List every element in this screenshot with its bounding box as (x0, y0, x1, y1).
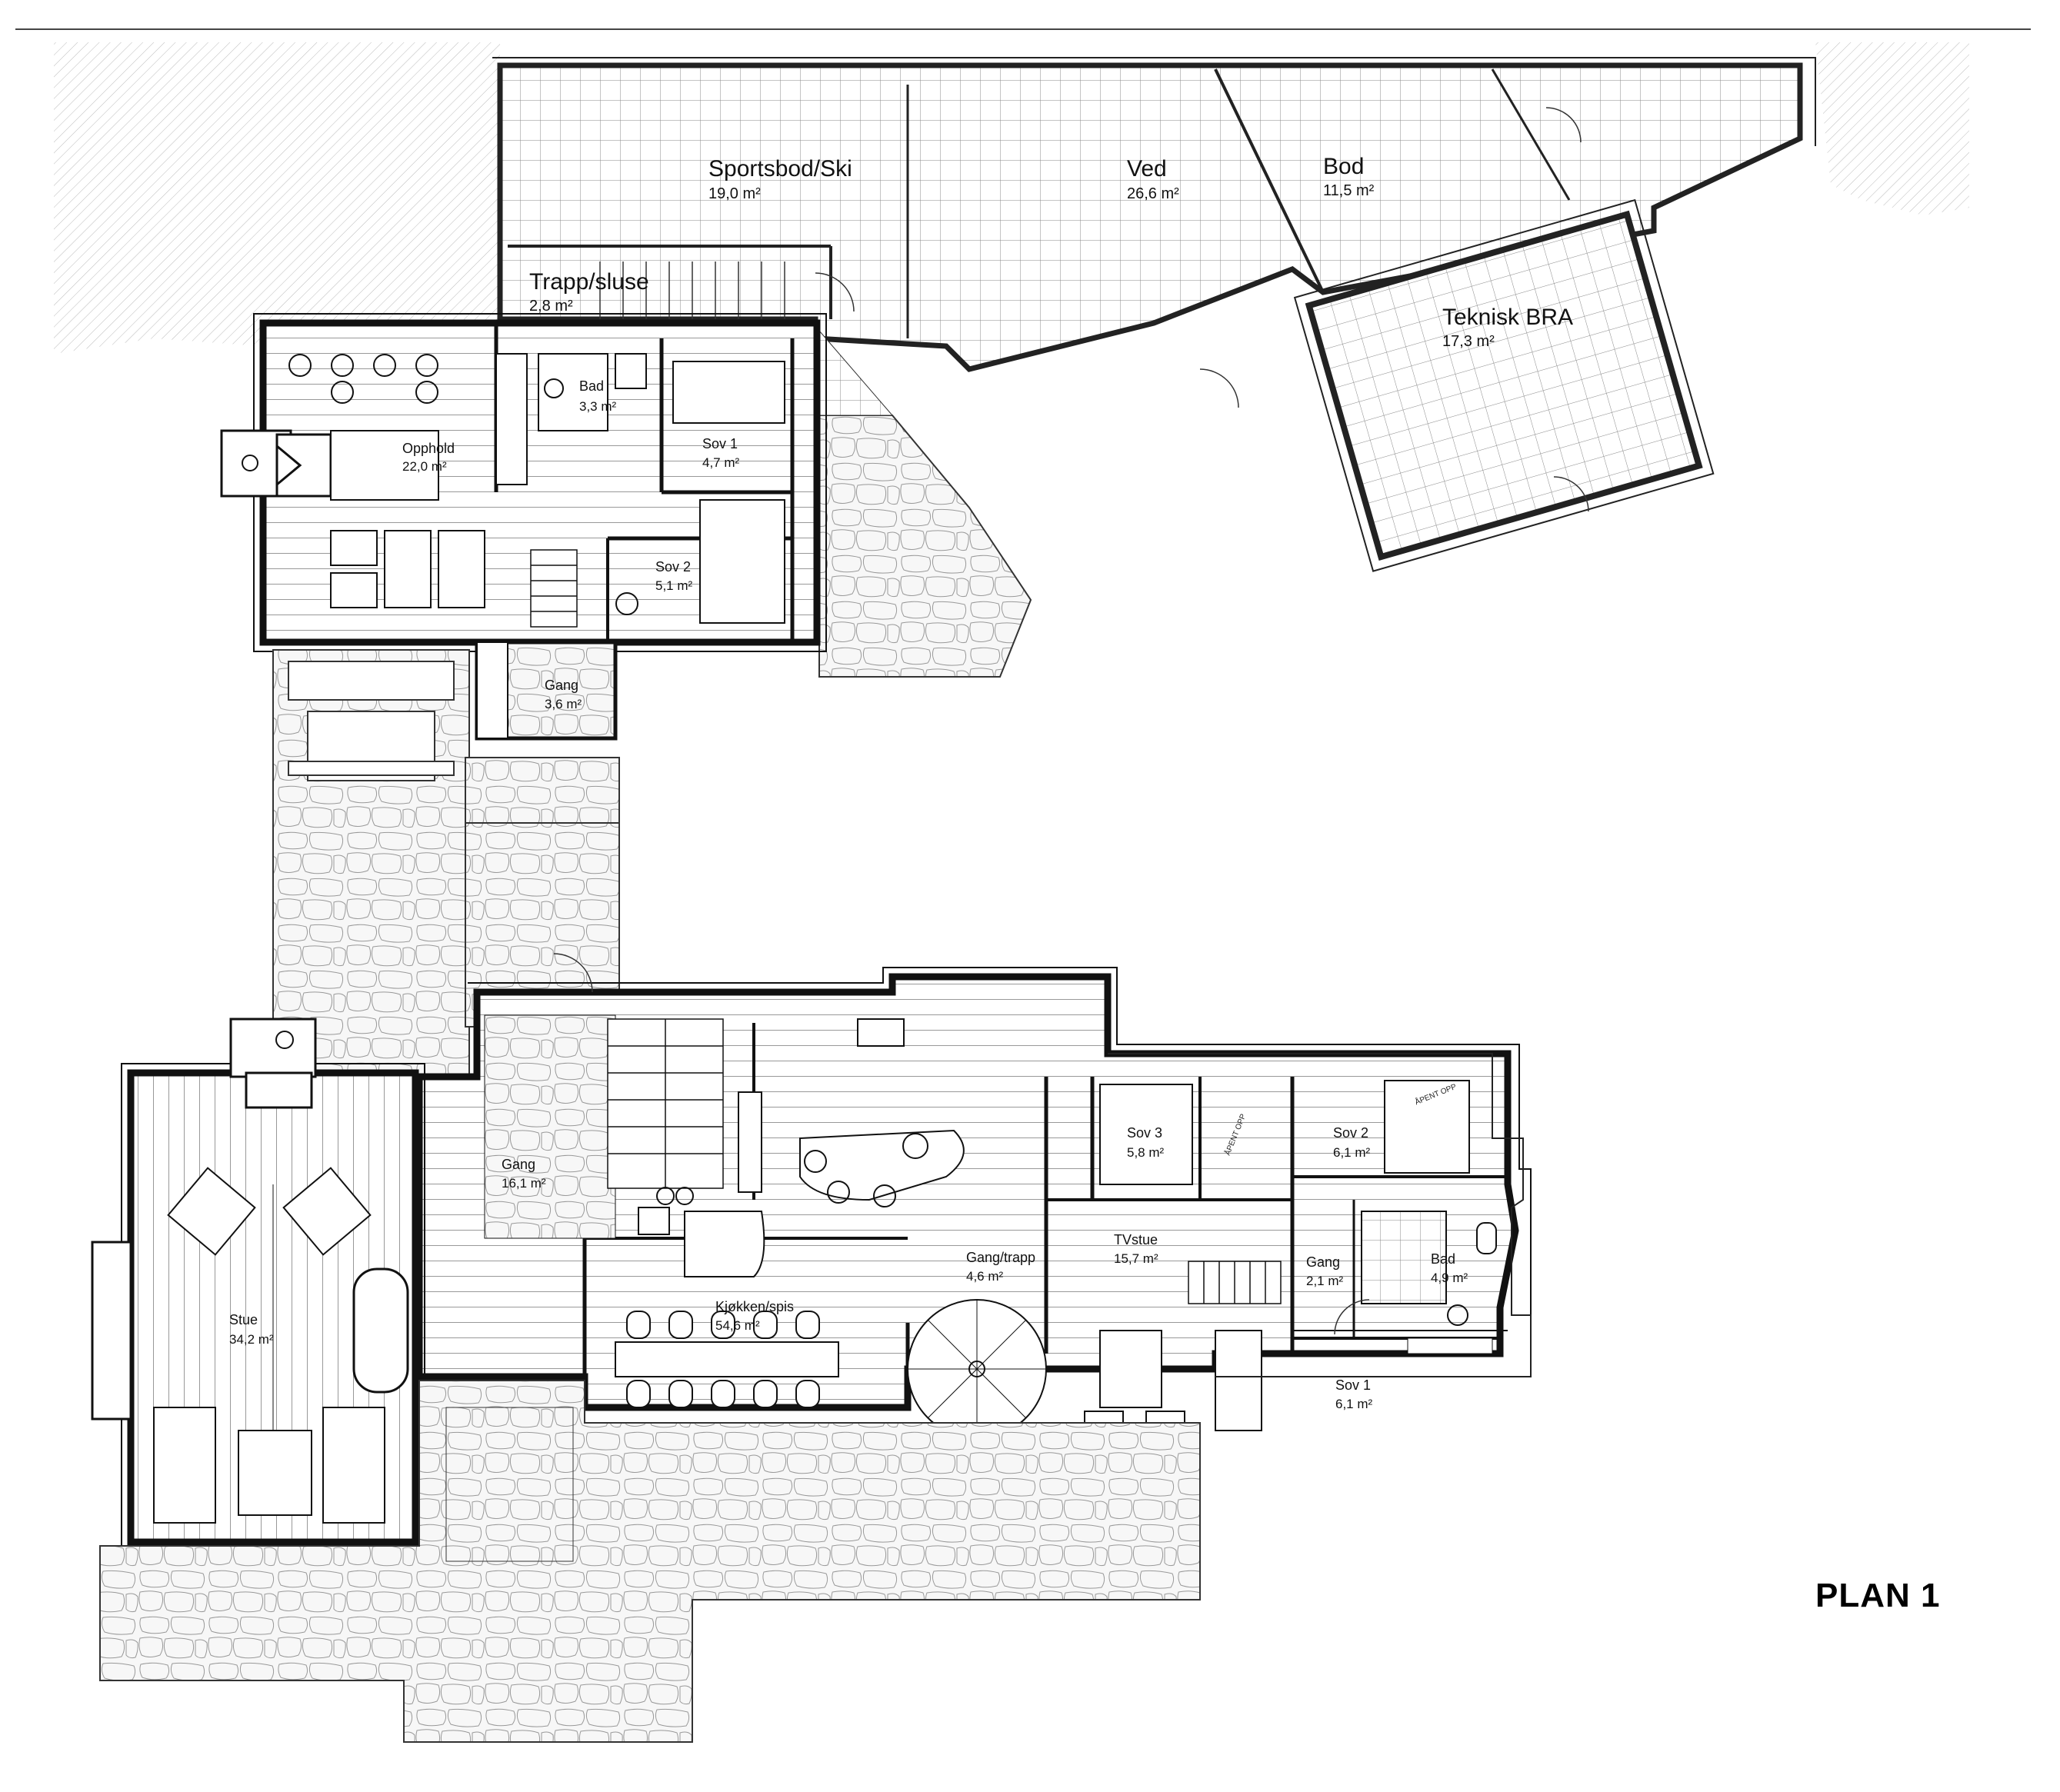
room-area: 54,6 m² (715, 1318, 760, 1333)
room-area: 26,6 m² (1127, 185, 1179, 202)
terrain-hatch-east (1815, 42, 1969, 215)
room-area: 34,2 m² (229, 1332, 274, 1347)
room-name: Gang (545, 678, 579, 693)
annex-building (220, 313, 827, 652)
east-wing-outline (1108, 1053, 1532, 1377)
room-name: Sov 3 (1127, 1125, 1163, 1141)
terrace-stone-south (99, 1380, 1201, 1743)
room-area: 16,1 m² (502, 1176, 546, 1191)
room-area: 4,9 m² (1431, 1271, 1468, 1285)
teknisk-room (1293, 198, 1715, 572)
door-swings (553, 107, 1589, 1335)
room-area: 15,7 m² (1114, 1251, 1158, 1266)
room-name: Sov 2 (1333, 1125, 1369, 1141)
room-name: Gang (502, 1157, 536, 1172)
room-name: Opphold (402, 441, 455, 456)
room-name: Teknisk BRA (1442, 305, 1574, 330)
trapp-sluse-stairs (599, 261, 785, 319)
room-name: Bod (1323, 154, 1365, 179)
room-name: Gang/trapp (966, 1250, 1036, 1265)
annex-gang (475, 640, 618, 741)
room-area: 17,3 m² (1442, 333, 1495, 350)
room-name: Stue (229, 1312, 258, 1327)
room-name: Sov 1 (702, 436, 738, 451)
room-area: 4,7 m² (702, 455, 740, 470)
room-area: 5,8 m² (1127, 1145, 1165, 1160)
room-area: 19,0 m² (708, 185, 761, 202)
room-area: 6,1 m² (1335, 1397, 1373, 1411)
main-house (415, 967, 1532, 1447)
walkway-stone-2 (465, 757, 620, 1028)
room-area: 5,1 m² (655, 578, 693, 593)
room-name: TVstue (1114, 1232, 1158, 1247)
room-name: Kjøkken/spis (715, 1299, 795, 1314)
room-area: 11,5 m² (1323, 182, 1375, 199)
patio-stone-north (818, 415, 1032, 678)
stue-wing (91, 1018, 425, 1552)
room-area: 3,3 m² (579, 399, 617, 414)
room-area: 2,8 m² (529, 298, 573, 315)
room-area: 6,1 m² (1333, 1145, 1371, 1160)
room-area: 3,6 m² (545, 697, 582, 711)
room-name: Sportsbod/Ski (708, 156, 852, 182)
room-name: Ved (1127, 156, 1167, 182)
room-area: 22,0 m² (402, 459, 447, 474)
room-name: Sov 1 (1335, 1377, 1372, 1393)
terrain-hatch-west (54, 42, 500, 354)
room-area: 4,6 m² (966, 1269, 1004, 1284)
room-name: Bad (579, 378, 605, 394)
room-area: 2,1 m² (1306, 1274, 1344, 1288)
room-name: Gang (1306, 1254, 1341, 1270)
room-name: Trapp/sluse (529, 269, 649, 295)
room-name: Sov 2 (655, 559, 692, 575)
room-name: Bad (1431, 1251, 1456, 1267)
plan-title: PLAN 1 (1815, 1577, 1941, 1614)
